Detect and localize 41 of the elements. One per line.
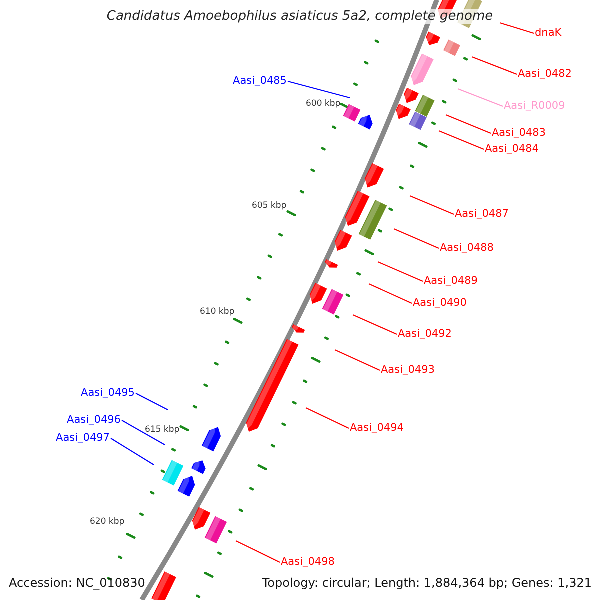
- gene-label: Aasi_0493: [381, 364, 435, 377]
- leader-line: [472, 56, 518, 76]
- leader-line: [378, 262, 424, 282]
- leader-line: [438, 130, 484, 150]
- position-label: 620 kbp: [90, 517, 125, 527]
- position-label: 615 kbp: [145, 425, 180, 435]
- gene-label: Aasi_0498: [281, 556, 335, 569]
- leader-line: [394, 228, 440, 249]
- leader-line: [446, 114, 492, 134]
- leader-line: [136, 393, 168, 410]
- gene-label: Aasi_0492: [398, 328, 452, 341]
- gene-label: Aasi_0482: [518, 68, 572, 81]
- leader-line: [288, 80, 350, 99]
- gene-label: Aasi_0488: [440, 242, 494, 255]
- gene-label: Aasi_0497: [56, 432, 110, 445]
- leader-line: [352, 314, 398, 335]
- leader-line: [410, 196, 454, 215]
- position-label: 610 kbp: [200, 307, 235, 317]
- leader-line: [334, 350, 380, 371]
- gene-label: Aasi_0495: [81, 387, 135, 400]
- gene-label: Aasi_0494: [350, 422, 404, 435]
- gene-label: Aasi_0483: [492, 127, 546, 140]
- genome-summary-text: Topology: circular; Length: 1,884,364 bp; Genes: 1,321: [262, 576, 592, 590]
- leader-line: [110, 438, 154, 466]
- leader-line: [368, 284, 412, 304]
- gene-label: dnaK: [535, 27, 562, 40]
- gene-label: Aasi_0487: [455, 208, 509, 221]
- leader-line: [306, 408, 350, 429]
- accession-text: Accession: NC_010830: [9, 576, 146, 590]
- leader-line: [122, 420, 166, 446]
- gene-label: Aasi_R0009: [504, 100, 566, 113]
- position-label: 605 kbp: [252, 201, 287, 211]
- gene-label: Aasi_0485: [233, 75, 287, 88]
- leader-line: [236, 540, 280, 563]
- gene-label: Aasi_0489: [424, 275, 478, 288]
- gene-label: Aasi_0490: [413, 297, 467, 310]
- gene-label: Aasi_0496: [67, 414, 121, 427]
- leader-line: [500, 22, 534, 34]
- position-label: 600 kbp: [306, 99, 341, 109]
- leader-line: [458, 88, 504, 108]
- gene-label: Aasi_0484: [485, 143, 539, 156]
